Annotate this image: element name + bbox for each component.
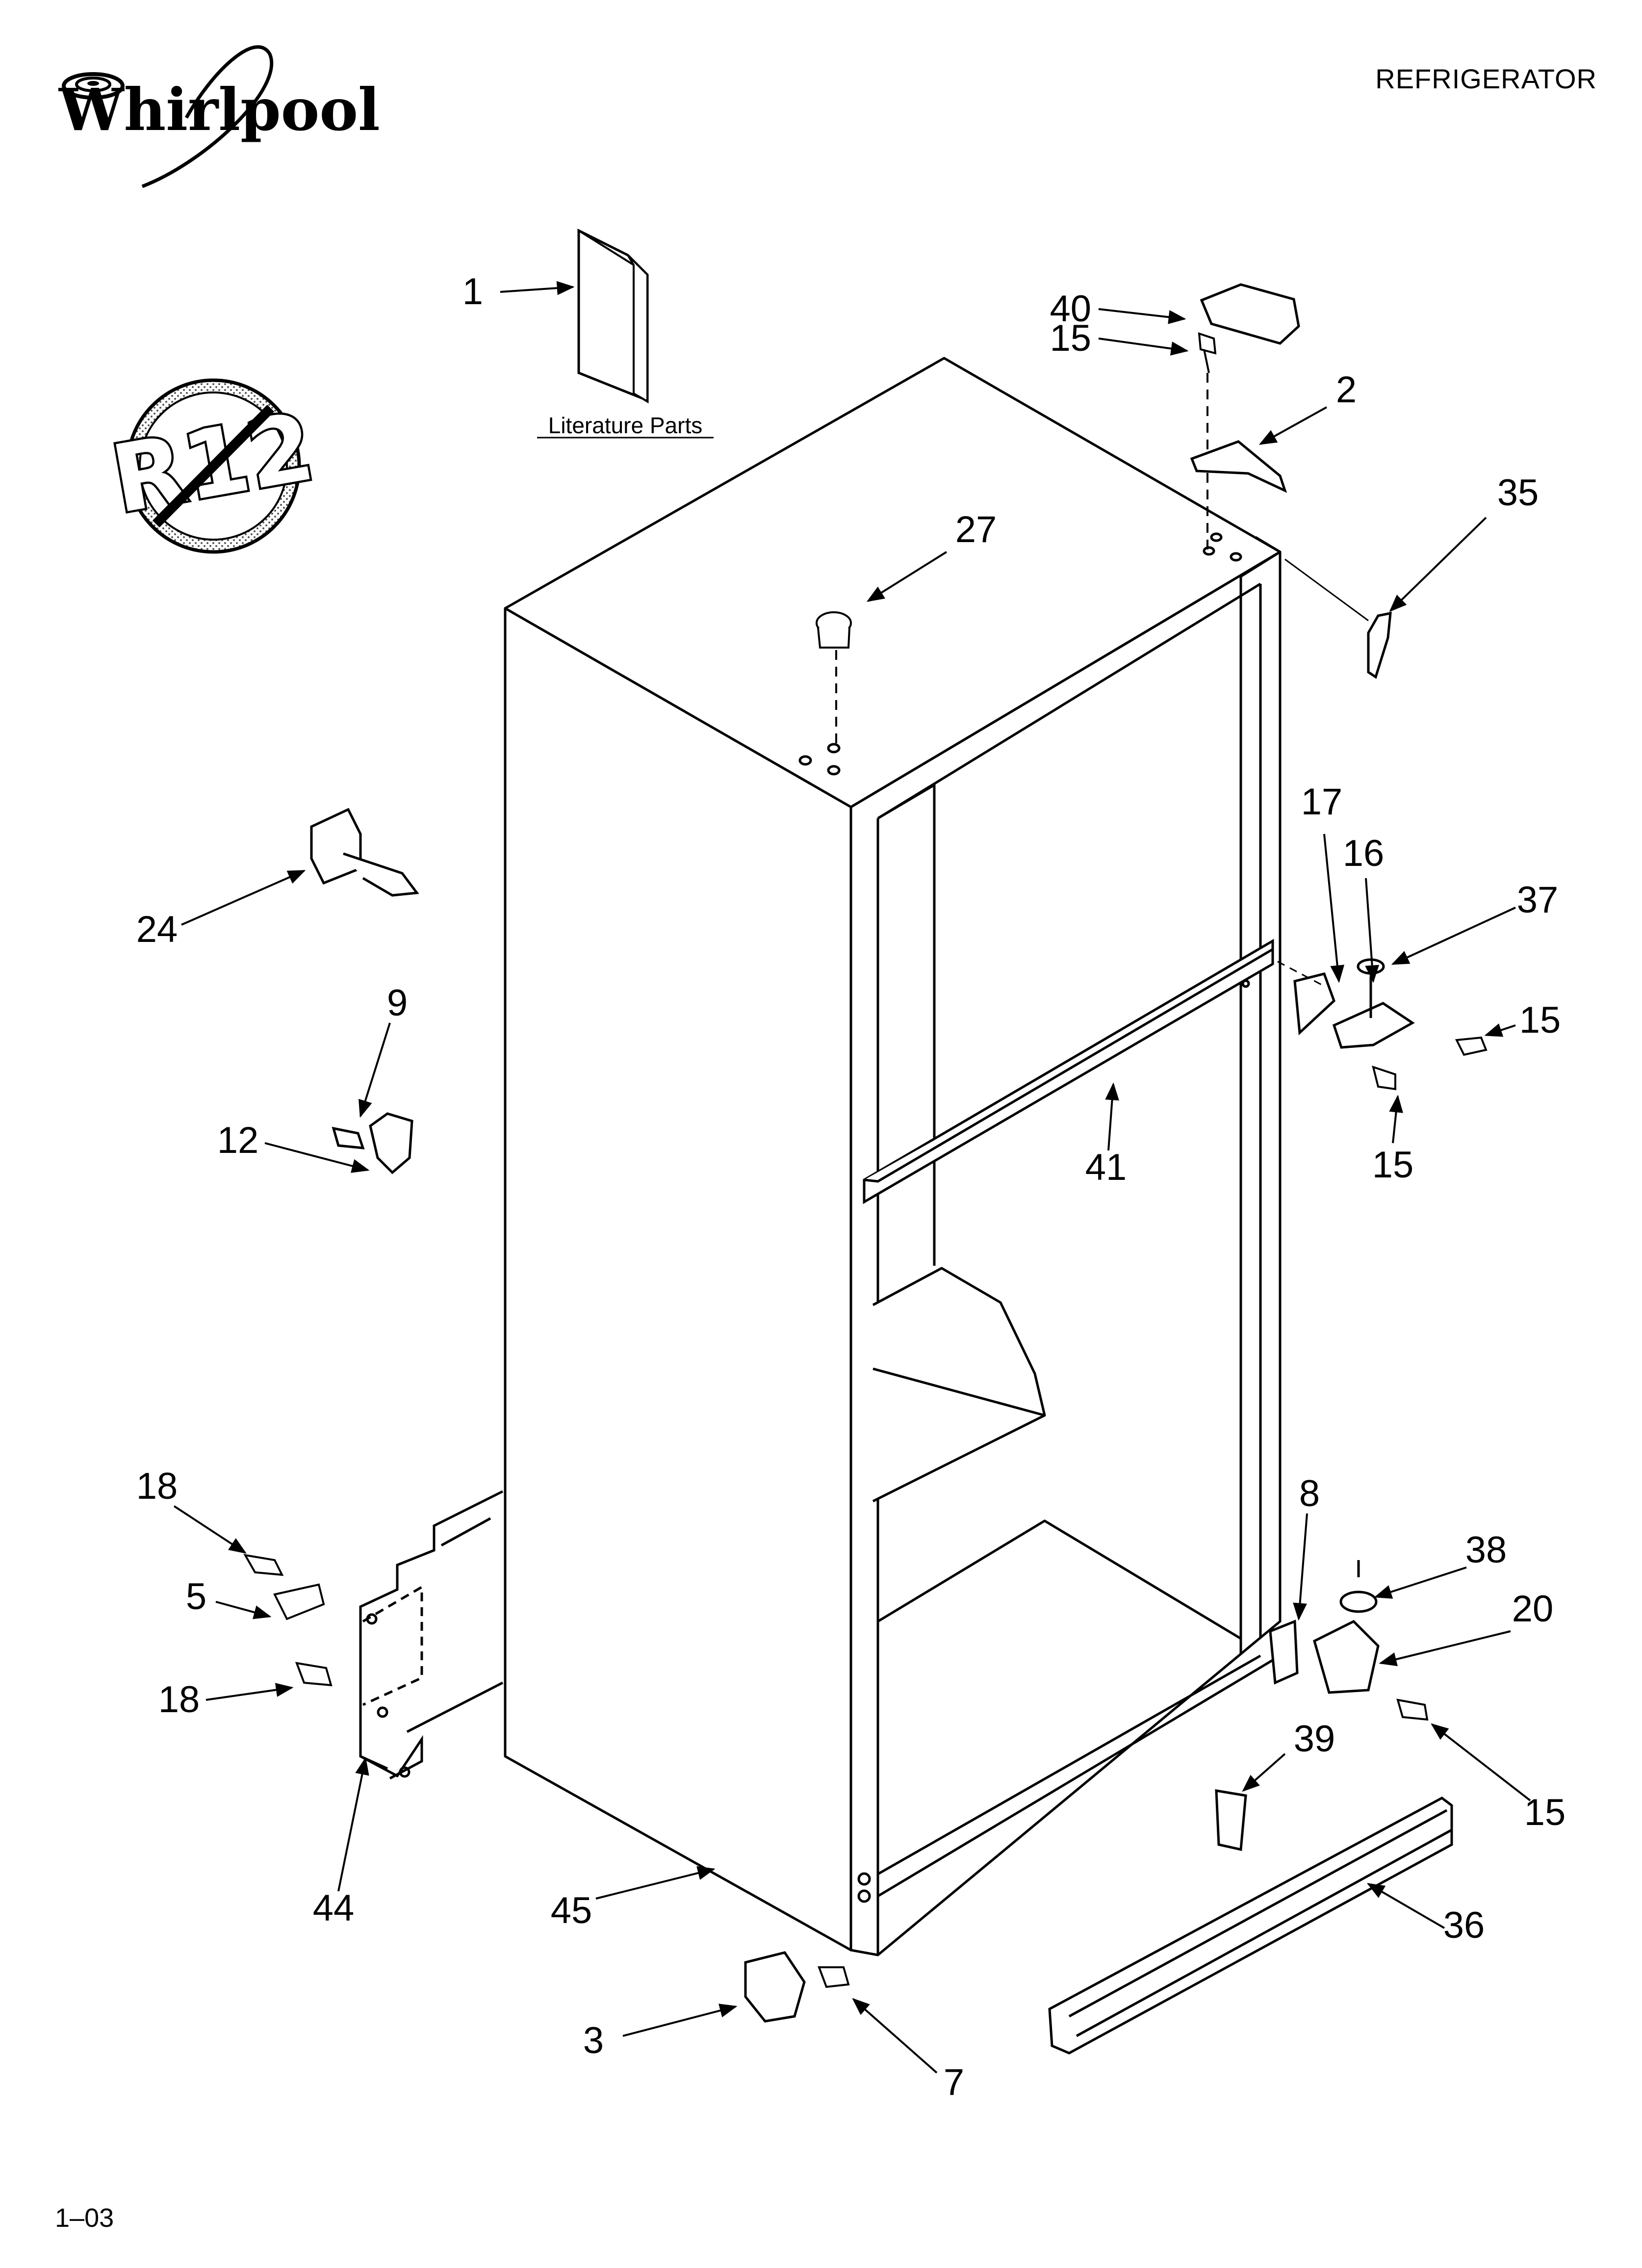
rear-panel	[359, 1490, 504, 1780]
callout-45: 45	[551, 1890, 592, 1931]
callout-18-top: 18	[136, 1465, 178, 1507]
mullion-bar	[863, 938, 1274, 1204]
hinge-dashline	[1277, 961, 1325, 987]
plug-button	[816, 611, 852, 649]
callout-labels: 1 40 15 2 35 27 24 9 12 17 16 37 15 15 4…	[136, 271, 1566, 2103]
hinge-screw-top	[1198, 332, 1217, 373]
callout-35: 35	[1497, 472, 1539, 514]
top-hinge	[1190, 440, 1287, 493]
callout-37: 37	[1517, 879, 1559, 921]
callout-15-top: 15	[1050, 317, 1091, 359]
callout-27: 27	[955, 509, 997, 550]
callout-20: 20	[1512, 1588, 1554, 1630]
literature-caption: Literature Parts	[548, 413, 702, 438]
callout-5: 5	[186, 1576, 206, 1617]
clamp-screws	[243, 1554, 333, 1687]
refrigerator-cabinet	[504, 357, 1282, 1956]
side-hinge-cover	[1367, 611, 1392, 679]
callout-16: 16	[1343, 833, 1385, 874]
hinge-screw-right	[1455, 1036, 1488, 1056]
callout-17: 17	[1301, 781, 1343, 823]
brand-logo-text: Whirlpool	[58, 76, 380, 144]
no-r12-badge: R12	[102, 378, 324, 554]
callout-40: 40	[1050, 288, 1091, 330]
literature-book	[577, 228, 649, 404]
page-code: 1–03	[55, 2203, 114, 2233]
hinge-clip	[1215, 1789, 1247, 1851]
callout-8: 8	[1299, 1473, 1320, 1514]
callout-1: 1	[462, 271, 483, 313]
callout-44: 44	[313, 1887, 355, 1929]
callout-9: 9	[387, 982, 408, 1024]
leg-screw	[818, 1966, 850, 1988]
callout-24: 24	[136, 909, 178, 950]
whirlpool-logo: Whirlpool	[58, 45, 380, 188]
leader-lines	[173, 281, 1531, 2074]
callout-15-right: 15	[1519, 999, 1561, 1041]
bottom-hinge-screw	[1396, 1698, 1429, 1721]
top-hinge-cover	[1200, 283, 1300, 345]
callout-7: 7	[944, 2061, 964, 2103]
callout-39: 39	[1294, 1718, 1335, 1760]
bottom-hinge	[1269, 1560, 1380, 1694]
callout-3: 3	[583, 2020, 604, 2061]
callout-15-below: 15	[1372, 1144, 1414, 1186]
callout-12: 12	[217, 1120, 259, 1161]
callout-36: 36	[1443, 1904, 1485, 1946]
leveling-leg	[744, 1951, 806, 2023]
callout-38: 38	[1465, 1529, 1507, 1571]
callout-2: 2	[1336, 369, 1357, 411]
wire-clip	[332, 1112, 413, 1174]
side-cover-line	[1284, 558, 1369, 622]
center-hinge	[1293, 958, 1415, 1049]
callout-15-bottom: 15	[1524, 1792, 1566, 1833]
callout-18-bottom: 18	[158, 1679, 200, 1721]
product-title: REFRIGERATOR	[1375, 63, 1597, 94]
door-stop	[310, 808, 419, 897]
hinge-screw-below	[1372, 1065, 1396, 1091]
callout-41: 41	[1085, 1147, 1127, 1188]
base-grille	[1048, 1797, 1453, 2055]
